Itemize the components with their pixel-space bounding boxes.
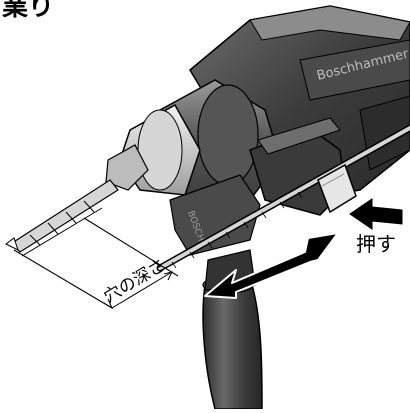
heading-fragment: 業り	[2, 0, 55, 22]
adjustment-arrow	[204, 232, 339, 299]
depth-stop-rod	[156, 124, 410, 272]
hole-depth-dimension	[13, 207, 179, 310]
push-label: 押す	[356, 232, 396, 256]
push-arrow	[349, 198, 403, 230]
side-handle-collar: BOSCH	[169, 117, 346, 256]
drill-chuck	[105, 79, 281, 206]
drill-bit	[5, 179, 119, 253]
depth-stop-button	[317, 163, 357, 214]
